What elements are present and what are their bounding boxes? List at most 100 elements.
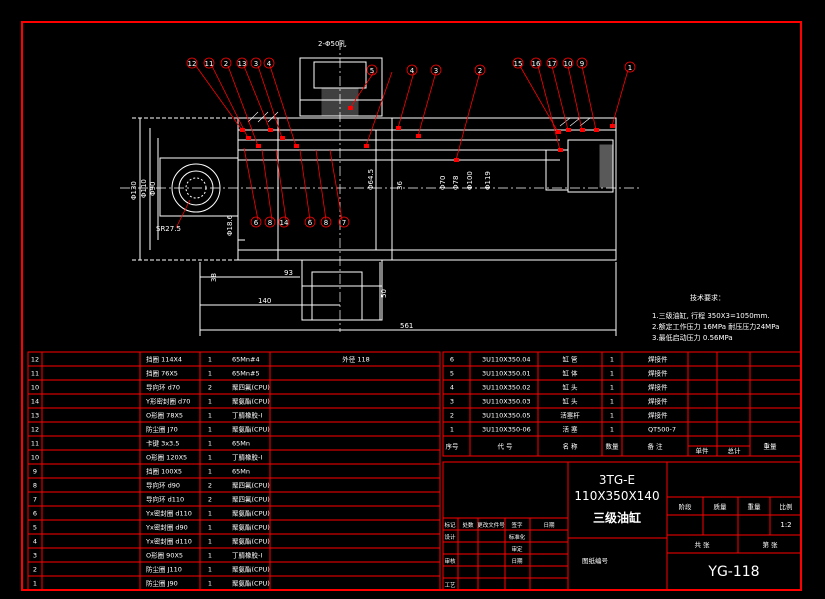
balloon-label: 4 <box>410 67 415 75</box>
bom-left-cell: 7 <box>33 496 37 504</box>
bom-left-cell: 10 <box>31 454 39 462</box>
bom-left-cell: 丁腈橡胶-I <box>232 551 262 560</box>
bom-left-cell: 2 <box>208 482 212 490</box>
bom-left-cell: O形圈 78X5 <box>146 412 183 420</box>
bom-left-cell: 14 <box>31 398 39 406</box>
bom-left-cell: 1 <box>208 440 212 448</box>
bom-left-cell: 11 <box>31 370 39 378</box>
balloon-label: 6 <box>308 219 313 227</box>
bom-left-cell: 1 <box>208 356 212 364</box>
bom-right-cell: 缸 管 <box>562 355 578 364</box>
balloon-label: 12 <box>188 60 197 68</box>
bom-right-cell: 1 <box>610 356 614 364</box>
bom-right-cell: QT500-7 <box>648 426 676 434</box>
bom-left-cell: 65Mn#5 <box>232 370 260 378</box>
scale-value: 1:2 <box>780 521 791 529</box>
bom-left-cell: 12 <box>31 426 39 434</box>
bom-left-table <box>27 351 441 591</box>
bom-right-cell: 焊接件 <box>648 355 668 364</box>
bom-right-cell: 焊接件 <box>648 397 668 406</box>
dim-text: Φ78 <box>452 176 460 190</box>
bom-right-cell: 1 <box>610 398 614 406</box>
dim-text: Φ18.6 <box>226 214 234 236</box>
title-label: 重量 <box>748 503 762 511</box>
bom-right-cell: 2 <box>450 412 454 420</box>
bom-left-cell: 1 <box>208 538 212 546</box>
dim-text: 93 <box>284 269 293 277</box>
rev-label: 更改文件号 <box>477 521 505 529</box>
note-line: 2.额定工作压力 16MPa 耐压压力24MPa <box>652 322 779 331</box>
dim-text: Φ64.5 <box>367 169 375 190</box>
balloon-label: 16 <box>532 60 541 68</box>
bom-left-cell: 9 <box>33 468 37 476</box>
bom-right-cell: 1 <box>450 426 454 434</box>
dim-text: 38 <box>210 273 218 282</box>
balloon-label: 7 <box>342 219 346 227</box>
bom-left-cell: 1 <box>208 426 212 434</box>
bom-right-cell: 3U110X350.03 <box>482 398 531 406</box>
balloon-leaders <box>175 65 629 229</box>
note-line: 3.最低启动压力 0.56MPa <box>652 333 733 342</box>
bom-left-cell: 6 <box>33 510 37 518</box>
port-label: 2-Φ50孔 <box>318 40 346 48</box>
dim-text: 140 <box>258 297 271 305</box>
seal-markers <box>240 106 615 162</box>
rev-label: 签字 <box>511 521 523 529</box>
bom-right-header: 重量 <box>764 443 778 451</box>
bom-right-header: 名 称 <box>562 442 578 451</box>
bom-left-cell: 12 <box>31 356 39 364</box>
bom-left-cell: 4 <box>33 538 37 546</box>
bom-left-cell: 聚四氟(CPU) <box>232 383 270 392</box>
dim-text: Φ110 <box>140 179 148 198</box>
bom-left-cell: 丁腈橡胶-I <box>232 411 262 420</box>
title-label: 阶段 <box>679 502 693 511</box>
bom-left-cell: 导向环 d70 <box>146 383 180 392</box>
balloon-label: 13 <box>238 60 247 68</box>
dim-text: SR27.5 <box>156 225 181 233</box>
bom-left-cell: 11 <box>31 440 39 448</box>
title-label: 共 张 <box>694 540 710 549</box>
bom-left-cell: 聚氨酯(CPU) <box>232 565 270 574</box>
bom-left-cell: 8 <box>33 482 37 490</box>
bom-right-cell: 3 <box>450 398 454 406</box>
bom-right-cell: 3U110X350.02 <box>482 384 531 392</box>
bom-right-cell: 焊接件 <box>648 383 668 392</box>
bom-right-cell: 缸 头 <box>562 397 578 406</box>
title-label: 质量 <box>714 502 728 511</box>
bom-left-cell: 聚氨酯(CPU) <box>232 425 270 434</box>
bom-left-cell: 丁腈橡胶-I <box>232 453 262 462</box>
bom-left-cell: 挡圈 76X5 <box>146 369 178 378</box>
bom-left-cell: 1 <box>208 398 212 406</box>
bom-right-header: 数量 <box>606 442 620 451</box>
bom-left-cell: 65Mn <box>232 440 250 448</box>
bom-left-cell: Yx密封圈 d110 <box>145 537 192 546</box>
balloon-label: 3 <box>434 67 438 75</box>
title-label: 比例 <box>780 502 793 511</box>
cylinder-assembly <box>120 40 640 336</box>
bom-right-cell: 1 <box>610 384 614 392</box>
top-port-block <box>299 57 383 117</box>
bom-right-cell: 活塞杆 <box>560 411 580 420</box>
balloon-label: 1 <box>628 64 632 72</box>
bom-left-cell: 65Mn <box>232 468 250 476</box>
bom-right-cell: 3U110X350-06 <box>482 426 531 434</box>
dim-text: 36 <box>396 181 404 190</box>
bom-left-cell: 1 <box>208 552 212 560</box>
bom-left-cell: 挡圈 114X4 <box>146 355 182 364</box>
bom-right-cell: 1 <box>610 370 614 378</box>
bom-right-header: 总计 <box>728 446 742 455</box>
dim-text: Φ100 <box>466 171 474 190</box>
bom-left-cell: 2 <box>33 566 37 574</box>
bom-right-cell: 活 塞 <box>562 425 578 434</box>
rod-eye-block <box>159 157 239 217</box>
bom-left-cell: 3 <box>33 552 37 560</box>
bom-left-cell: 1 <box>208 524 212 532</box>
sign-label: 标准化 <box>509 533 526 541</box>
bom-left-cell: 外径 118 <box>342 355 369 364</box>
dim-text: Φ70 <box>439 176 447 190</box>
bom-right-cell: 3U110X350.04 <box>482 356 531 364</box>
balloon-label: 14 <box>280 219 289 227</box>
